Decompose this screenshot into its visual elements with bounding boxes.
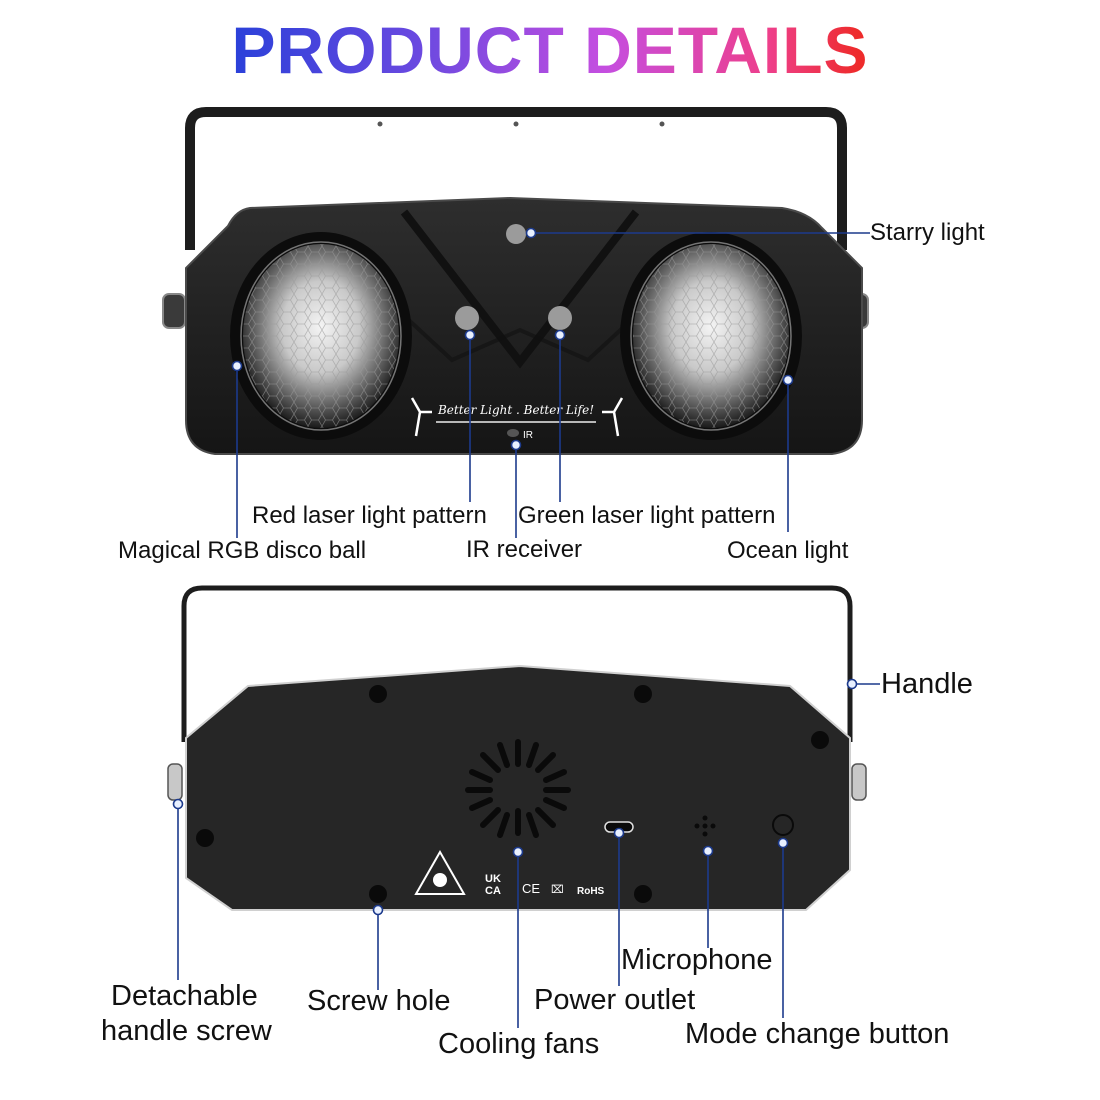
front-callout-lines <box>231 227 870 538</box>
label-mode-button: Mode change button <box>685 1018 950 1050</box>
label-ocean-light: Ocean light <box>727 537 849 564</box>
label-screw-hole: Screw hole <box>307 985 451 1017</box>
page-title: PRODUCT DETAILS <box>0 12 1100 88</box>
label-handle-screw-line1: Detachable <box>111 980 258 1012</box>
back-callout-lines <box>172 678 880 1028</box>
svg-text:CA: CA <box>485 885 501 897</box>
label-microphone: Microphone <box>621 944 773 976</box>
back-view: UK CA CE ⌧ RoHS <box>167 585 867 911</box>
svg-text:⌧: ⌧ <box>551 884 564 896</box>
ir-mark: IR <box>523 430 533 441</box>
label-handle-screw-line2: handle screw <box>101 1015 272 1047</box>
label-green-laser: Green laser light pattern <box>518 502 776 529</box>
back-body <box>185 664 851 911</box>
label-power-outlet: Power outlet <box>534 984 696 1016</box>
front-view: Better Light . Better Life! IR <box>162 107 869 455</box>
back-handle <box>181 585 853 742</box>
label-cooling-fans: Cooling fans <box>438 1028 600 1060</box>
front-handle <box>185 107 847 250</box>
label-starry-light: Starry light <box>870 219 985 246</box>
label-handle: Handle <box>881 668 973 700</box>
cooling-fan-vents <box>465 739 571 838</box>
label-disco-ball: Magical RGB disco ball <box>118 537 367 564</box>
front-logo-text: Better Light . Better Life! <box>437 403 594 417</box>
label-ir-receiver: IR receiver <box>466 536 583 563</box>
svg-text:RoHS: RoHS <box>577 886 605 897</box>
svg-text:UK: UK <box>485 873 501 885</box>
label-red-laser: Red laser light pattern <box>252 502 487 529</box>
svg-text:CE: CE <box>522 881 540 896</box>
